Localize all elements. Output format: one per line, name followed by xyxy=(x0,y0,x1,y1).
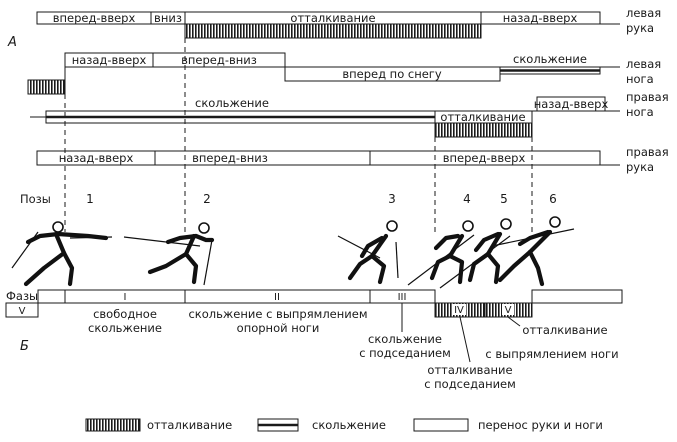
phase-4-leader xyxy=(460,317,470,362)
pose-1-front-arm xyxy=(58,234,106,238)
pose-number-3: 3 xyxy=(388,192,396,206)
right-leg-push-bar xyxy=(435,123,532,137)
skier-pose-1 xyxy=(12,222,112,284)
pose-number-2: 2 xyxy=(203,192,211,206)
right-arm-label-back-up: назад-вверх xyxy=(59,151,134,165)
phase-numeral-v-left: V xyxy=(19,306,26,317)
track-left-leg: назад-вверх вперед-вниз вперед по снегу … xyxy=(28,52,661,94)
pose-1-rear-leg xyxy=(26,253,64,284)
pose-number-4: 4 xyxy=(463,192,471,206)
pose-2-pole-front xyxy=(204,240,212,285)
left-arm-side-line2: рука xyxy=(626,21,654,35)
phases-label: Фазы xyxy=(6,289,38,303)
pose-number-6: 6 xyxy=(549,192,557,206)
pose-2-front-leg xyxy=(186,254,196,282)
legend-transfer-swatch xyxy=(414,419,468,431)
left-leg-push-bar xyxy=(28,80,65,94)
phase-5-caption-line2: с выпрямлением ноги xyxy=(485,347,618,361)
left-arm-push-bar xyxy=(185,24,481,38)
pose-3-rear-leg xyxy=(350,256,372,278)
phase-2-caption-line1: скольжение с выпрямлением xyxy=(188,307,367,321)
phase-numeral-iii: III xyxy=(398,292,407,303)
phase-1-caption-line1: свободное xyxy=(93,307,157,321)
skier-pose-2 xyxy=(124,223,212,285)
pose-6-front-leg xyxy=(530,252,542,284)
phase-1-caption-line2: скольжение xyxy=(88,321,162,335)
right-arm-label-forward-down: вперед-вниз xyxy=(192,151,268,165)
left-arm-label-push: отталкивание xyxy=(290,11,375,25)
left-leg-label-forward-down: вперед-вниз xyxy=(181,53,257,67)
legend-transfer-label: перенос руки и ноги xyxy=(478,418,603,432)
phase-4-caption-line2: с подседанием xyxy=(424,377,516,391)
left-leg-side-line1: левая xyxy=(626,57,661,71)
legend-push-swatch xyxy=(86,419,140,431)
pose-6-head xyxy=(550,217,560,227)
right-leg-side-line1: правая xyxy=(626,90,669,104)
legend-push-label: отталкивание xyxy=(147,418,232,432)
track-right-arm: назад-вверх вперед-вниз вперед-вверх пра… xyxy=(37,145,669,174)
pose-4-front-leg xyxy=(450,256,462,282)
phase-numeral-ii: II xyxy=(274,292,280,303)
phase-3-caption-line1: скольжение xyxy=(368,332,442,346)
right-leg-label-glide: скольжение xyxy=(195,96,269,110)
right-arm-side-line1: правая xyxy=(626,145,669,159)
left-arm-label-down: вниз xyxy=(154,11,182,25)
phase-3-caption-line2: с подседанием xyxy=(359,346,451,360)
pose-3-head xyxy=(387,221,397,231)
skier-pose-4 xyxy=(408,221,474,285)
right-arm-label-forward-up: вперед-вверх xyxy=(443,151,526,165)
pose-4-rear-leg xyxy=(432,256,450,278)
left-leg-label-forward-snow: вперед по снегу xyxy=(342,67,442,81)
phase-5-caption-line1: отталкивание xyxy=(522,323,607,337)
poses-label: Позы xyxy=(20,192,51,206)
phase-pre-box xyxy=(38,290,65,303)
pose-number-5: 5 xyxy=(500,192,508,206)
left-arm-side-line1: левая xyxy=(626,6,661,20)
right-leg-label-back-up: назад-вверх xyxy=(534,97,609,111)
section-a-label: А xyxy=(7,35,17,50)
phase-numeral-i: I xyxy=(124,292,127,303)
track-right-leg: скольжение отталкивание назад-вверх прав… xyxy=(30,90,669,137)
pose-3-pole-front xyxy=(396,242,398,278)
right-leg-side-line2: нога xyxy=(626,105,654,119)
pose-5-front-leg xyxy=(488,254,498,282)
pose-2-rear-leg xyxy=(150,254,186,272)
pose-number-1: 1 xyxy=(86,192,94,206)
left-leg-label-back-up: назад-вверх xyxy=(72,53,147,67)
legend: отталкивание скольжение перенос руки и н… xyxy=(86,418,603,432)
pose-5-head xyxy=(501,219,511,229)
pose-1-torso xyxy=(56,234,64,253)
right-leg-label-push: отталкивание xyxy=(440,110,525,124)
left-arm-label-forward-up: вперед-вверх xyxy=(53,11,136,25)
pose-2-front-arm xyxy=(196,236,212,240)
phase-2-caption-line2: опорной ноги xyxy=(237,321,320,335)
phase-tail-box xyxy=(532,290,622,303)
legend-glide-label: скольжение xyxy=(312,418,386,432)
pose-1-rear-arm xyxy=(28,234,58,242)
left-arm-label-back-up: назад-вверх xyxy=(503,11,578,25)
track-left-arm: вперед-вверх вниз отталкивание назад-вве… xyxy=(37,6,661,38)
phase-4-caption-line1: отталкивание xyxy=(427,363,512,377)
left-leg-label-glide: скольжение xyxy=(513,52,587,66)
pose-2-head xyxy=(199,223,209,233)
right-arm-side-line2: рука xyxy=(626,160,654,174)
phase-push-bar xyxy=(435,303,532,317)
pose-1-head xyxy=(53,222,63,232)
pose-1-front-leg xyxy=(64,253,72,284)
pose-3-front-leg xyxy=(372,256,384,282)
pose-6-rear-leg xyxy=(500,252,530,280)
phase-numeral-v-right: V xyxy=(505,305,512,316)
pose-5-rear-leg xyxy=(470,254,488,280)
phase-numeral-iv: IV xyxy=(454,305,464,316)
phase-5-leader xyxy=(508,317,520,326)
left-leg-side-line2: нога xyxy=(626,72,654,86)
skier-pose-3 xyxy=(338,221,398,282)
section-b-label: Б xyxy=(20,339,29,354)
pose-4-head xyxy=(463,221,473,231)
